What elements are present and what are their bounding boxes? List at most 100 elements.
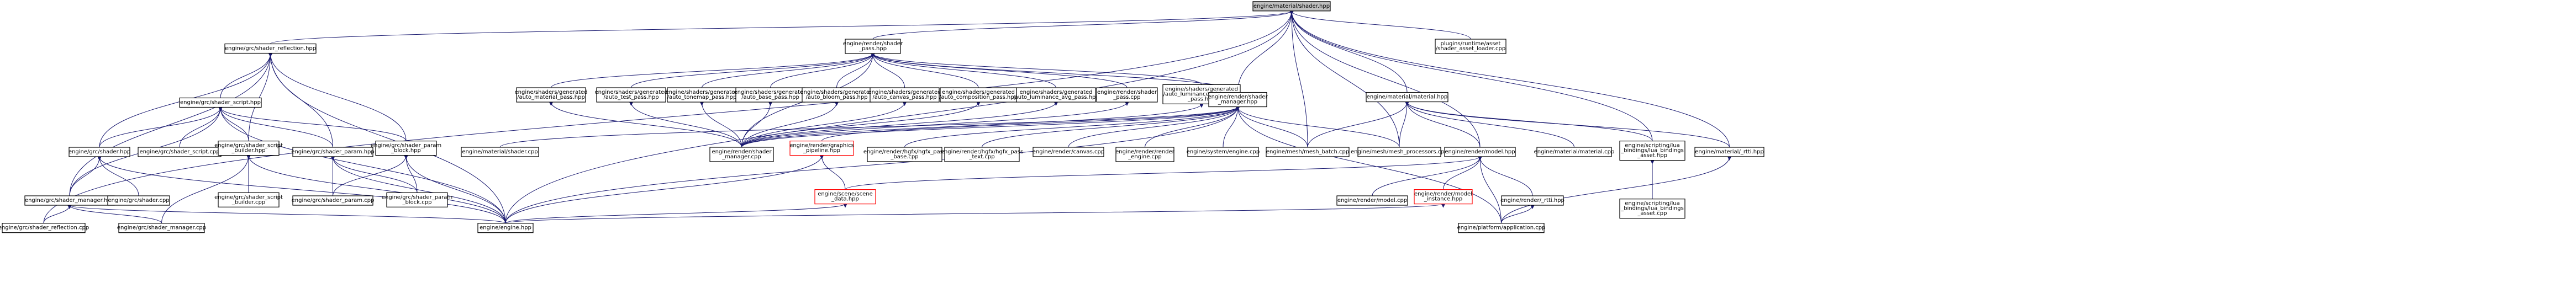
node-box[interactable] xyxy=(1536,147,1612,157)
node-box[interactable] xyxy=(516,87,586,103)
graph-node-render-canvas[interactable]: engine/render/canvas.cpp xyxy=(1032,147,1104,157)
graph-node-auto-tonemap-pass[interactable]: engine/shaders/generated/auto_tonemap_pa… xyxy=(666,87,739,103)
graph-node-auto-composition-pass[interactable]: engine/shaders/generated/auto_compositio… xyxy=(939,87,1018,103)
graph-node-auto-canvas-pass[interactable]: engine/shaders/generated/auto_canvas_pas… xyxy=(868,87,941,103)
graph-node-material-rtti[interactable]: engine/material/_rtti.hpp xyxy=(1694,147,1764,157)
node-box[interactable] xyxy=(735,87,805,103)
node-box[interactable] xyxy=(1096,87,1158,103)
graph-node-auto-material-pass[interactable]: engine/shaders/generated/auto_material_p… xyxy=(515,87,588,103)
node-box[interactable] xyxy=(118,223,205,233)
graph-node-grc-shader-hpp[interactable]: engine/grc/shader.hpp xyxy=(69,147,130,157)
graph-node-engine-hpp[interactable]: engine/engine.hpp xyxy=(477,223,534,233)
graph-node-render-engine[interactable]: engine/render/render_engine.cpp xyxy=(1115,147,1175,162)
graph-node-shader-reflection-hpp[interactable]: engine/grc/shader_reflection.hpp xyxy=(224,43,317,54)
graph-node-grc-shader-cpp[interactable]: engine/grc/shader.cpp xyxy=(107,195,170,206)
graph-node-grc-shader-manager-cpp[interactable]: engine/grc/shader_manager.cpp xyxy=(117,223,206,233)
node-box[interactable] xyxy=(1266,147,1350,157)
graph-node-auto-luminance-avg[interactable]: engine/shaders/generated/auto_luminance_… xyxy=(1013,87,1099,103)
graph-node-render-rtti[interactable]: engine/render/_rtti.hpp xyxy=(1500,195,1564,206)
graph-node-grc-shader-reflection-cpp[interactable]: engine/grc/shader_reflection.cpp xyxy=(0,223,89,233)
graph-node-shader-param-hpp[interactable]: engine/grc/shader_param.hpp xyxy=(291,147,375,157)
graph-node-auto-base-pass[interactable]: engine/shaders/generated/auto_base_pass.… xyxy=(734,87,807,103)
graph-node-mesh-processors[interactable]: engine/mesh/mesh_processors.cpp xyxy=(1351,147,1448,157)
node-box[interactable] xyxy=(218,141,280,156)
node-box[interactable] xyxy=(870,87,940,103)
node-box[interactable] xyxy=(802,87,872,103)
graph-node-shader-pass-hpp[interactable]: engine/render/shader_pass.hpp xyxy=(843,39,903,54)
node-box[interactable] xyxy=(107,195,170,206)
node-box[interactable] xyxy=(845,39,901,54)
graph-node-graphics-pipeline[interactable]: engine/render/graphics_pipeline.hpp xyxy=(789,141,854,156)
graph-node-system-engine[interactable]: engine/system/engine.cpp xyxy=(1187,147,1260,157)
node-box[interactable] xyxy=(461,147,539,157)
graph-node-hgfx-pass-base[interactable]: engine/render/hgfx/hgfx_pass_base.cpp xyxy=(863,147,946,162)
graph-node-shader-manager-render-cpp[interactable]: engine/render/shader_manager.cpp xyxy=(709,147,774,162)
node-box[interactable] xyxy=(789,141,854,156)
graph-node-material-cpp[interactable]: engine/material/material.cpp xyxy=(1534,147,1615,157)
node-box[interactable] xyxy=(1187,147,1259,157)
node-box[interactable] xyxy=(944,147,1020,162)
node-box[interactable] xyxy=(1444,147,1516,157)
graph-node-shader-script-builder-hpp[interactable]: engine/grc/shader_script_builder.hpp xyxy=(214,141,283,156)
node-box[interactable] xyxy=(1016,87,1096,103)
graph-node-root[interactable]: engine/material/shader.hpp xyxy=(1252,1,1331,12)
node-box[interactable] xyxy=(386,192,448,207)
node-box[interactable] xyxy=(1694,147,1764,157)
node-box[interactable] xyxy=(596,87,666,103)
graph-node-mesh-batch[interactable]: engine/mesh/mesh_batch.cpp xyxy=(1266,147,1350,157)
node-box[interactable] xyxy=(1414,189,1473,205)
node-box[interactable] xyxy=(1619,199,1685,219)
node-box[interactable] xyxy=(69,147,130,157)
graph-node-scene-data[interactable]: engine/scene/scene_data.hpp xyxy=(814,189,876,205)
node-box[interactable] xyxy=(477,223,534,233)
node-box[interactable] xyxy=(709,147,774,162)
graph-node-material-hpp[interactable]: engine/material/material.hpp xyxy=(1366,92,1448,103)
node-box[interactable] xyxy=(1336,195,1408,206)
node-box[interactable] xyxy=(1619,141,1685,161)
node-box[interactable] xyxy=(940,87,1017,103)
graph-node-shader-pass-cpp[interactable]: engine/render/shader_pass.cpp xyxy=(1096,87,1158,103)
node-box[interactable] xyxy=(224,43,317,54)
graph-node-auto-bloom-pass[interactable]: engine/shaders/generated/auto_bloom_pass… xyxy=(800,87,873,103)
node-box[interactable] xyxy=(867,147,942,162)
graph-node-shader-script-hpp[interactable]: engine/grc/shader_script.hpp xyxy=(179,97,262,108)
node-box[interactable] xyxy=(1252,1,1331,12)
graph-node-shader-script-cpp[interactable]: engine/grc/shader_script.cpp xyxy=(138,147,222,157)
graph-node-lua-bindings-cpp[interactable]: engine/scripting/lua_bindings/lua_bindin… xyxy=(1619,199,1685,219)
node-box[interactable] xyxy=(2,223,86,233)
graph-node-shader-param-block-hpp[interactable]: engine/grc/shader_param_block.hpp xyxy=(371,141,441,156)
node-box[interactable] xyxy=(1435,39,1506,54)
node-box[interactable] xyxy=(1032,147,1104,157)
node-box[interactable] xyxy=(1208,92,1267,108)
node-label: /auto_material_pass.hpp xyxy=(517,94,585,100)
graph-node-lua-bindings-hpp[interactable]: engine/scripting/lua_bindings/lua_bindin… xyxy=(1619,141,1685,161)
graph-node-platform-application[interactable]: engine/platform/application.cpp xyxy=(1457,223,1546,233)
node-box[interactable] xyxy=(1366,92,1448,103)
node-box[interactable] xyxy=(292,195,373,206)
node-box[interactable] xyxy=(292,147,373,157)
node-box[interactable] xyxy=(218,192,280,207)
graph-node-auto-test-pass[interactable]: engine/shaders/generated/auto_test_pass.… xyxy=(595,87,668,103)
graph-node-shader-param-cpp[interactable]: engine/grc/shader_param.cpp xyxy=(292,195,375,206)
node-box[interactable] xyxy=(814,189,876,205)
graph-node-render-model-cpp[interactable]: engine/render/model.cpp xyxy=(1336,195,1408,206)
graph-node-shader-manager-render-hpp[interactable]: engine/render/shader_manager.hpp xyxy=(1208,92,1268,108)
graph-node-shader-script-builder-cpp[interactable]: engine/grc/shader_script_builder.cpp xyxy=(214,192,283,207)
graph-node-grc-shader-manager-hpp[interactable]: engine/grc/shader_manager.hpp xyxy=(24,195,115,206)
edge-root-to-shader-manager-render-hpp xyxy=(1237,10,1294,93)
node-box[interactable] xyxy=(1501,195,1564,206)
graph-node-plugins-loader[interactable]: plugins/runtime/asset/shader_asset_loade… xyxy=(1435,39,1506,54)
node-box[interactable] xyxy=(1458,223,1545,233)
graph-node-render-model-instance[interactable]: engine/render/model_instance.hpp xyxy=(1414,189,1473,205)
graph-node-hgfx-pass-text[interactable]: engine/render/hgfx/hgfx_pass_text.cpp xyxy=(941,147,1023,162)
node-box[interactable] xyxy=(1115,147,1174,162)
node-box[interactable] xyxy=(667,87,737,103)
edge-shader-script-hpp-to-engine-hpp xyxy=(218,107,506,223)
node-label: /shader_asset_loader.cpp xyxy=(1436,46,1505,52)
graph-node-shader-param-block-cpp[interactable]: engine/grc/shader_param_block.cpp xyxy=(382,192,452,207)
graph-node-render-model-hpp[interactable]: engine/render/model.hpp xyxy=(1444,147,1516,157)
node-box[interactable] xyxy=(179,97,262,108)
graph-node-material-shader-cpp[interactable]: engine/material/shader.cpp xyxy=(461,147,539,157)
node-box[interactable] xyxy=(375,141,437,156)
node-box[interactable] xyxy=(1357,147,1441,157)
